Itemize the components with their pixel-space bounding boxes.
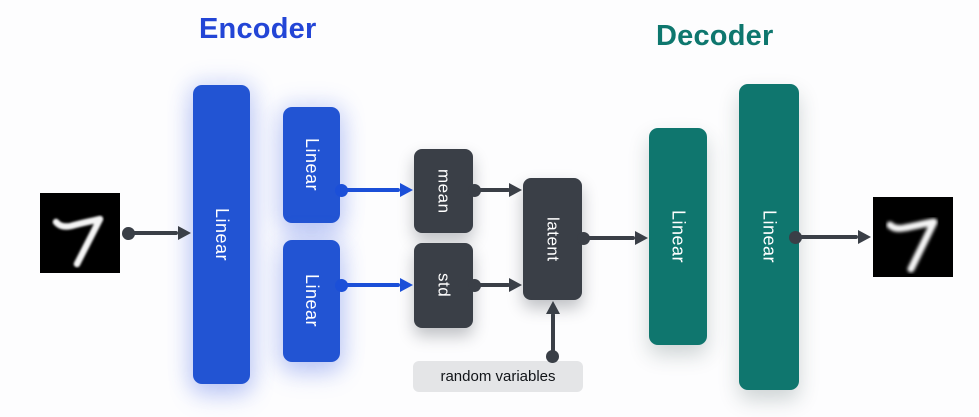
encoder-linear-std-branch-label: Linear (302, 274, 322, 328)
arrow-head (546, 301, 560, 314)
digit-7-glyph (40, 193, 120, 273)
arrow-line (551, 313, 555, 354)
decoder-title: Decoder (656, 20, 774, 52)
encoder-linear-main-block: Linear (193, 85, 250, 384)
encoder-linear-main-label: Linear (212, 207, 232, 262)
arrow-line (340, 283, 400, 287)
encoder-linear-std-branch-block: Linear (283, 240, 340, 362)
encoder-title: Encoder (199, 13, 317, 45)
arrow-line (794, 235, 858, 239)
digit-7-glyph (873, 197, 953, 277)
arrow-line (583, 236, 635, 240)
arrow-head (400, 278, 413, 292)
arrow-head (858, 230, 871, 244)
decoder-linear-2-label: Linear (759, 210, 780, 264)
decoder-linear-1-label: Linear (668, 209, 689, 264)
mnist-output-digit-image (873, 197, 953, 277)
arrow-line (340, 188, 400, 192)
arrow-dot (546, 350, 559, 363)
std-label: std (434, 273, 454, 298)
latent-label: latent (543, 216, 563, 262)
mean-label: mean (434, 168, 454, 214)
mean-block: mean (414, 149, 473, 233)
random-variables-note: random variables (413, 361, 583, 392)
arrow-line (474, 188, 510, 192)
mnist-input-digit-image (40, 193, 120, 273)
encoder-linear-mean-branch-block: Linear (283, 107, 340, 223)
arrow-head (400, 183, 413, 197)
random-variables-label: random variables (440, 368, 556, 385)
encoder-linear-mean-branch-label: Linear (302, 138, 322, 192)
arrow-line (126, 231, 178, 235)
decoder-linear-1-block: Linear (649, 128, 707, 345)
arrow-line (474, 283, 510, 287)
arrow-head (178, 226, 191, 240)
latent-block: latent (523, 178, 582, 300)
arrow-head (635, 231, 648, 245)
arrow-head (509, 278, 522, 292)
arrow-head (509, 183, 522, 197)
std-block: std (414, 243, 473, 328)
